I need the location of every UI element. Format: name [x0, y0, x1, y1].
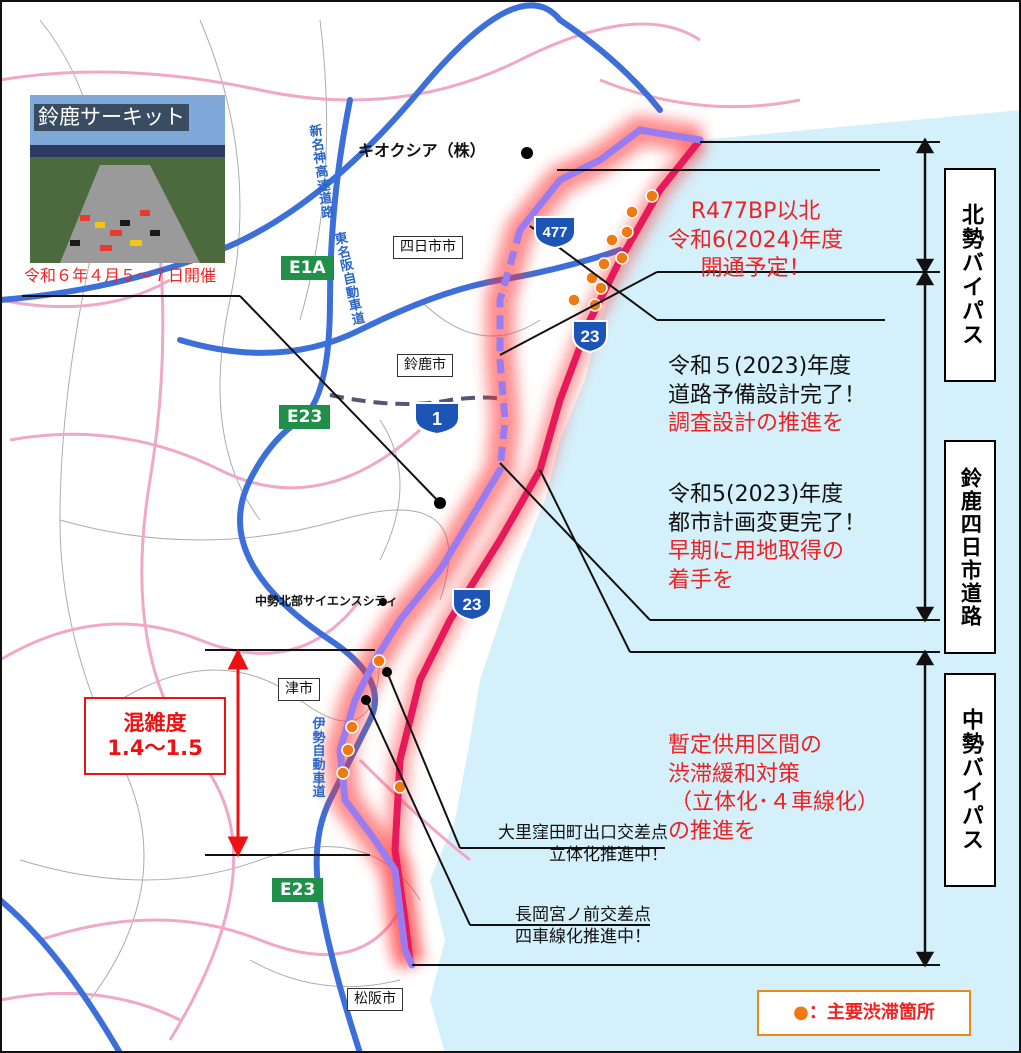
- congestion-degree-box: 混雑度 1.4～1.5: [84, 697, 226, 775]
- section-hokusei: 北勢バイパス: [944, 168, 996, 382]
- congestion-dot: [645, 189, 659, 203]
- note-plan-line3: 早期に用地取得の: [668, 539, 845, 565]
- route-23-lower-shield: 23: [452, 588, 492, 622]
- section-label-suzuka_yokkaichi: 鈴鹿四日市道路: [958, 466, 983, 628]
- expressways: [0, 2, 663, 1053]
- note-chusei-line1: 暫定供用区間の: [668, 733, 823, 758]
- science-city-label: 中勢北部サイエンスシティ: [255, 594, 398, 608]
- sea-area: [430, 110, 1021, 1053]
- e23-upper-badge: E23: [279, 405, 331, 430]
- note-design: 令和５(2023)年度 道路予備設計完了！ 調査設計の推進を: [668, 353, 866, 439]
- route-1-shield: 1: [414, 402, 460, 436]
- congestion-dot: [567, 293, 581, 307]
- note-nagaoka-line2: 四車線化推進中！: [515, 927, 651, 948]
- note-design-line2: 道路予備設計完了！: [668, 382, 867, 408]
- congestion-dot: [345, 720, 359, 734]
- congestion-dot: [594, 281, 608, 295]
- congestion-dot: [605, 233, 619, 247]
- note-plan: 令和5(2023)年度 都市計画変更完了！ 早期に用地取得の 着手を: [668, 481, 866, 595]
- section-label-hokusei: 北勢バイパス: [957, 203, 983, 347]
- section-brackets: [915, 137, 935, 968]
- note-design-line1: 令和５(2023)年度: [668, 354, 852, 379]
- congestion-points: [336, 189, 659, 794]
- kioxia-marker: [521, 147, 533, 159]
- note-chusei-line2: 渋滞緩和対策: [668, 761, 801, 787]
- matsusaka-label: 松阪市: [347, 988, 403, 1011]
- congestion-dot: [620, 225, 634, 239]
- leader-lines: [22, 141, 940, 966]
- congestion-dot: [615, 251, 629, 265]
- congestion-dot: [341, 743, 355, 757]
- route-477-number: 477: [542, 224, 567, 241]
- circuit-event-note: 令和６年４月５～７日開催: [24, 266, 217, 285]
- note-osato-line1: 大里窪田町出口交差点: [498, 823, 668, 843]
- route-477-shield: 477: [534, 216, 576, 250]
- science-city-marker: [379, 598, 387, 606]
- note-design-line3: 調査設計の推進を: [668, 411, 845, 437]
- note-chusei-line3: （立体化･４車線化）: [670, 790, 880, 816]
- legend-box: ● ：主要渋滞箇所: [757, 990, 971, 1036]
- bypass-solid-north: [516, 126, 704, 234]
- note-plan-line1: 令和5(2023)年度: [668, 482, 844, 507]
- kioxia-label: キオクシア（株）: [358, 141, 486, 160]
- route-23-lower-number: 23: [463, 595, 482, 614]
- ise-label: 伊勢自動車道: [312, 717, 326, 801]
- note-hokusei-line3: 開通予定！: [700, 256, 811, 282]
- legend-dot-icon: ●: [793, 1002, 809, 1024]
- congestion-dot: [625, 205, 639, 219]
- yokkaichi-label: 四日市市: [393, 236, 463, 259]
- tsu-label: 津市: [278, 678, 320, 701]
- route-23-upper-number: 23: [581, 327, 600, 346]
- e1a-badge: E1A: [281, 256, 334, 281]
- congestion-degree-value: 1.4～1.5: [107, 736, 203, 760]
- route-1-number: 1: [432, 409, 442, 429]
- section-suzuka-yokkaichi: 鈴鹿四日市道路: [944, 440, 996, 654]
- circuit-caption: 鈴鹿サーキット: [34, 104, 189, 132]
- note-osato-line2: 立体化推進中！: [549, 845, 668, 866]
- note-plan-line2: 都市計画変更完了！: [668, 510, 867, 536]
- route-23-upper-shield: 23: [572, 320, 608, 354]
- section-chusei: 中勢バイパス: [944, 673, 996, 887]
- e23-lower-badge: E23: [272, 878, 324, 903]
- congestion-degree-bracket: [227, 648, 249, 858]
- prefectural-roads: [0, 22, 801, 1041]
- congestion-dot: [336, 766, 350, 780]
- bypass-dashed-mid: [496, 229, 524, 471]
- note-hokusei-line1: R477BP以北: [690, 199, 821, 224]
- note-plan-line4: 着手を: [668, 567, 735, 593]
- note-nagaoka: 長岡宮ノ前交差点 四車線化推進中！: [476, 904, 651, 948]
- legend-text: ：主要渋滞箇所: [808, 1002, 935, 1024]
- section-label-chusei: 中勢バイパス: [957, 708, 983, 852]
- note-nagaoka-line1: 長岡宮ノ前交差点: [515, 905, 651, 925]
- note-osato: 大里窪田町出口交差点 立体化推進中！: [458, 822, 668, 866]
- note-chusei: 暫定供用区間の 渋滞緩和対策 （立体化･４車線化） の推進を: [668, 732, 879, 846]
- note-hokusei-open: R477BP以北 令和6(2024)年度 開通予定！: [668, 198, 843, 284]
- congestion-dot: [372, 654, 386, 668]
- congestion-dot: [597, 257, 611, 271]
- note-hokusei-line2: 令和6(2024)年度: [668, 227, 844, 253]
- suzuka-label: 鈴鹿市: [397, 354, 453, 377]
- congestion-degree-label: 混雑度: [123, 710, 187, 735]
- note-chusei-line4: の推進を: [668, 818, 757, 844]
